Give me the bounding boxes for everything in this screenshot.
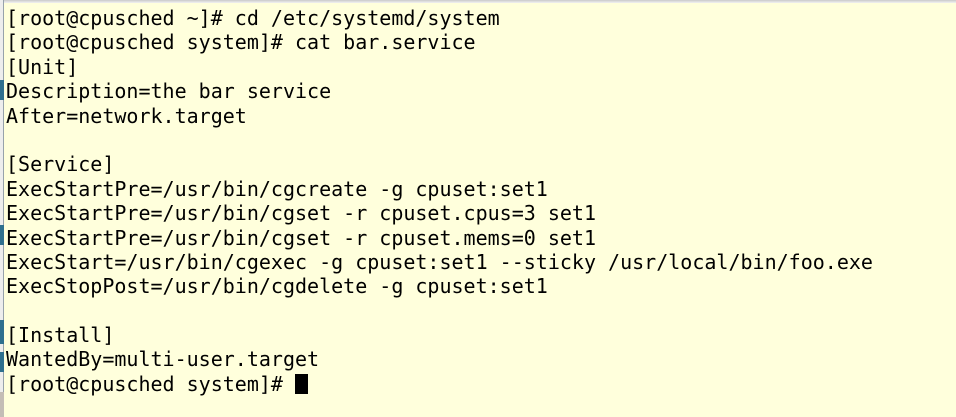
terminal-line-blank	[6, 128, 956, 152]
terminal-line: ExecStart=/usr/bin/cgexec -g cpuset:set1…	[6, 250, 956, 274]
command-line-cat: [root@cpusched system]# cat bar.service	[6, 30, 476, 55]
border-accent-segment	[0, 352, 4, 372]
terminal-line: After=network.target	[6, 104, 956, 128]
service-section-header: [Service]	[6, 152, 115, 177]
border-accent-segment	[0, 392, 4, 417]
terminal-line: ExecStartPre=/usr/bin/cgset -r cpuset.me…	[6, 226, 956, 250]
terminal-line: [Service]	[6, 152, 956, 176]
border-accent-segment	[0, 320, 4, 344]
terminal-line: ExecStopPost=/usr/bin/cgdelete -g cpuset…	[6, 274, 956, 298]
unit-after: After=network.target	[6, 103, 247, 128]
install-wantedby: WantedBy=multi-user.target	[6, 347, 320, 372]
exec-start-pre-cgset-mems: ExecStartPre=/usr/bin/cgset -r cpuset.me…	[6, 225, 597, 250]
shell-prompt: [root@cpusched system]#	[6, 371, 295, 396]
terminal-line: ExecStartPre=/usr/bin/cgset -r cpuset.cp…	[6, 201, 956, 225]
cursor-block	[294, 373, 308, 394]
terminal-line-blank	[6, 299, 956, 323]
exec-start-cgexec: ExecStart=/usr/bin/cgexec -g cpuset:set1…	[6, 249, 873, 274]
terminal-line: [Install]	[6, 323, 956, 347]
terminal-line: ExecStartPre=/usr/bin/cgcreate -g cpuset…	[6, 177, 956, 201]
exec-start-pre-cgcreate: ExecStartPre=/usr/bin/cgcreate -g cpuset…	[6, 176, 548, 201]
exec-start-pre-cgset-cpus: ExecStartPre=/usr/bin/cgset -r cpuset.cp…	[6, 201, 597, 226]
terminal-output[interactable]: [root@cpusched ~]# cd /etc/systemd/syste…	[4, 3, 956, 417]
window-border-left	[0, 0, 4, 417]
terminal-line: [root@cpusched ~]# cd /etc/systemd/syste…	[6, 6, 956, 30]
terminal-line: [root@cpusched system]# cat bar.service	[6, 30, 956, 54]
terminal-line: WantedBy=multi-user.target	[6, 347, 956, 371]
border-accent-segment	[0, 80, 4, 100]
unit-section-header: [Unit]	[6, 54, 79, 79]
unit-description: Description=the bar service	[6, 79, 332, 104]
prompt-line: [root@cpusched system]#	[6, 372, 956, 396]
terminal-line: Description=the bar service	[6, 79, 956, 103]
command-line-cd: [root@cpusched ~]# cd /etc/systemd/syste…	[6, 6, 500, 30]
exec-stop-post-cgdelete: ExecStopPost=/usr/bin/cgdelete -g cpuset…	[6, 274, 548, 299]
install-section-header: [Install]	[6, 323, 115, 348]
border-accent-segment	[0, 225, 4, 245]
terminal-line: [Unit]	[6, 55, 956, 79]
window-border-top	[0, 0, 956, 3]
